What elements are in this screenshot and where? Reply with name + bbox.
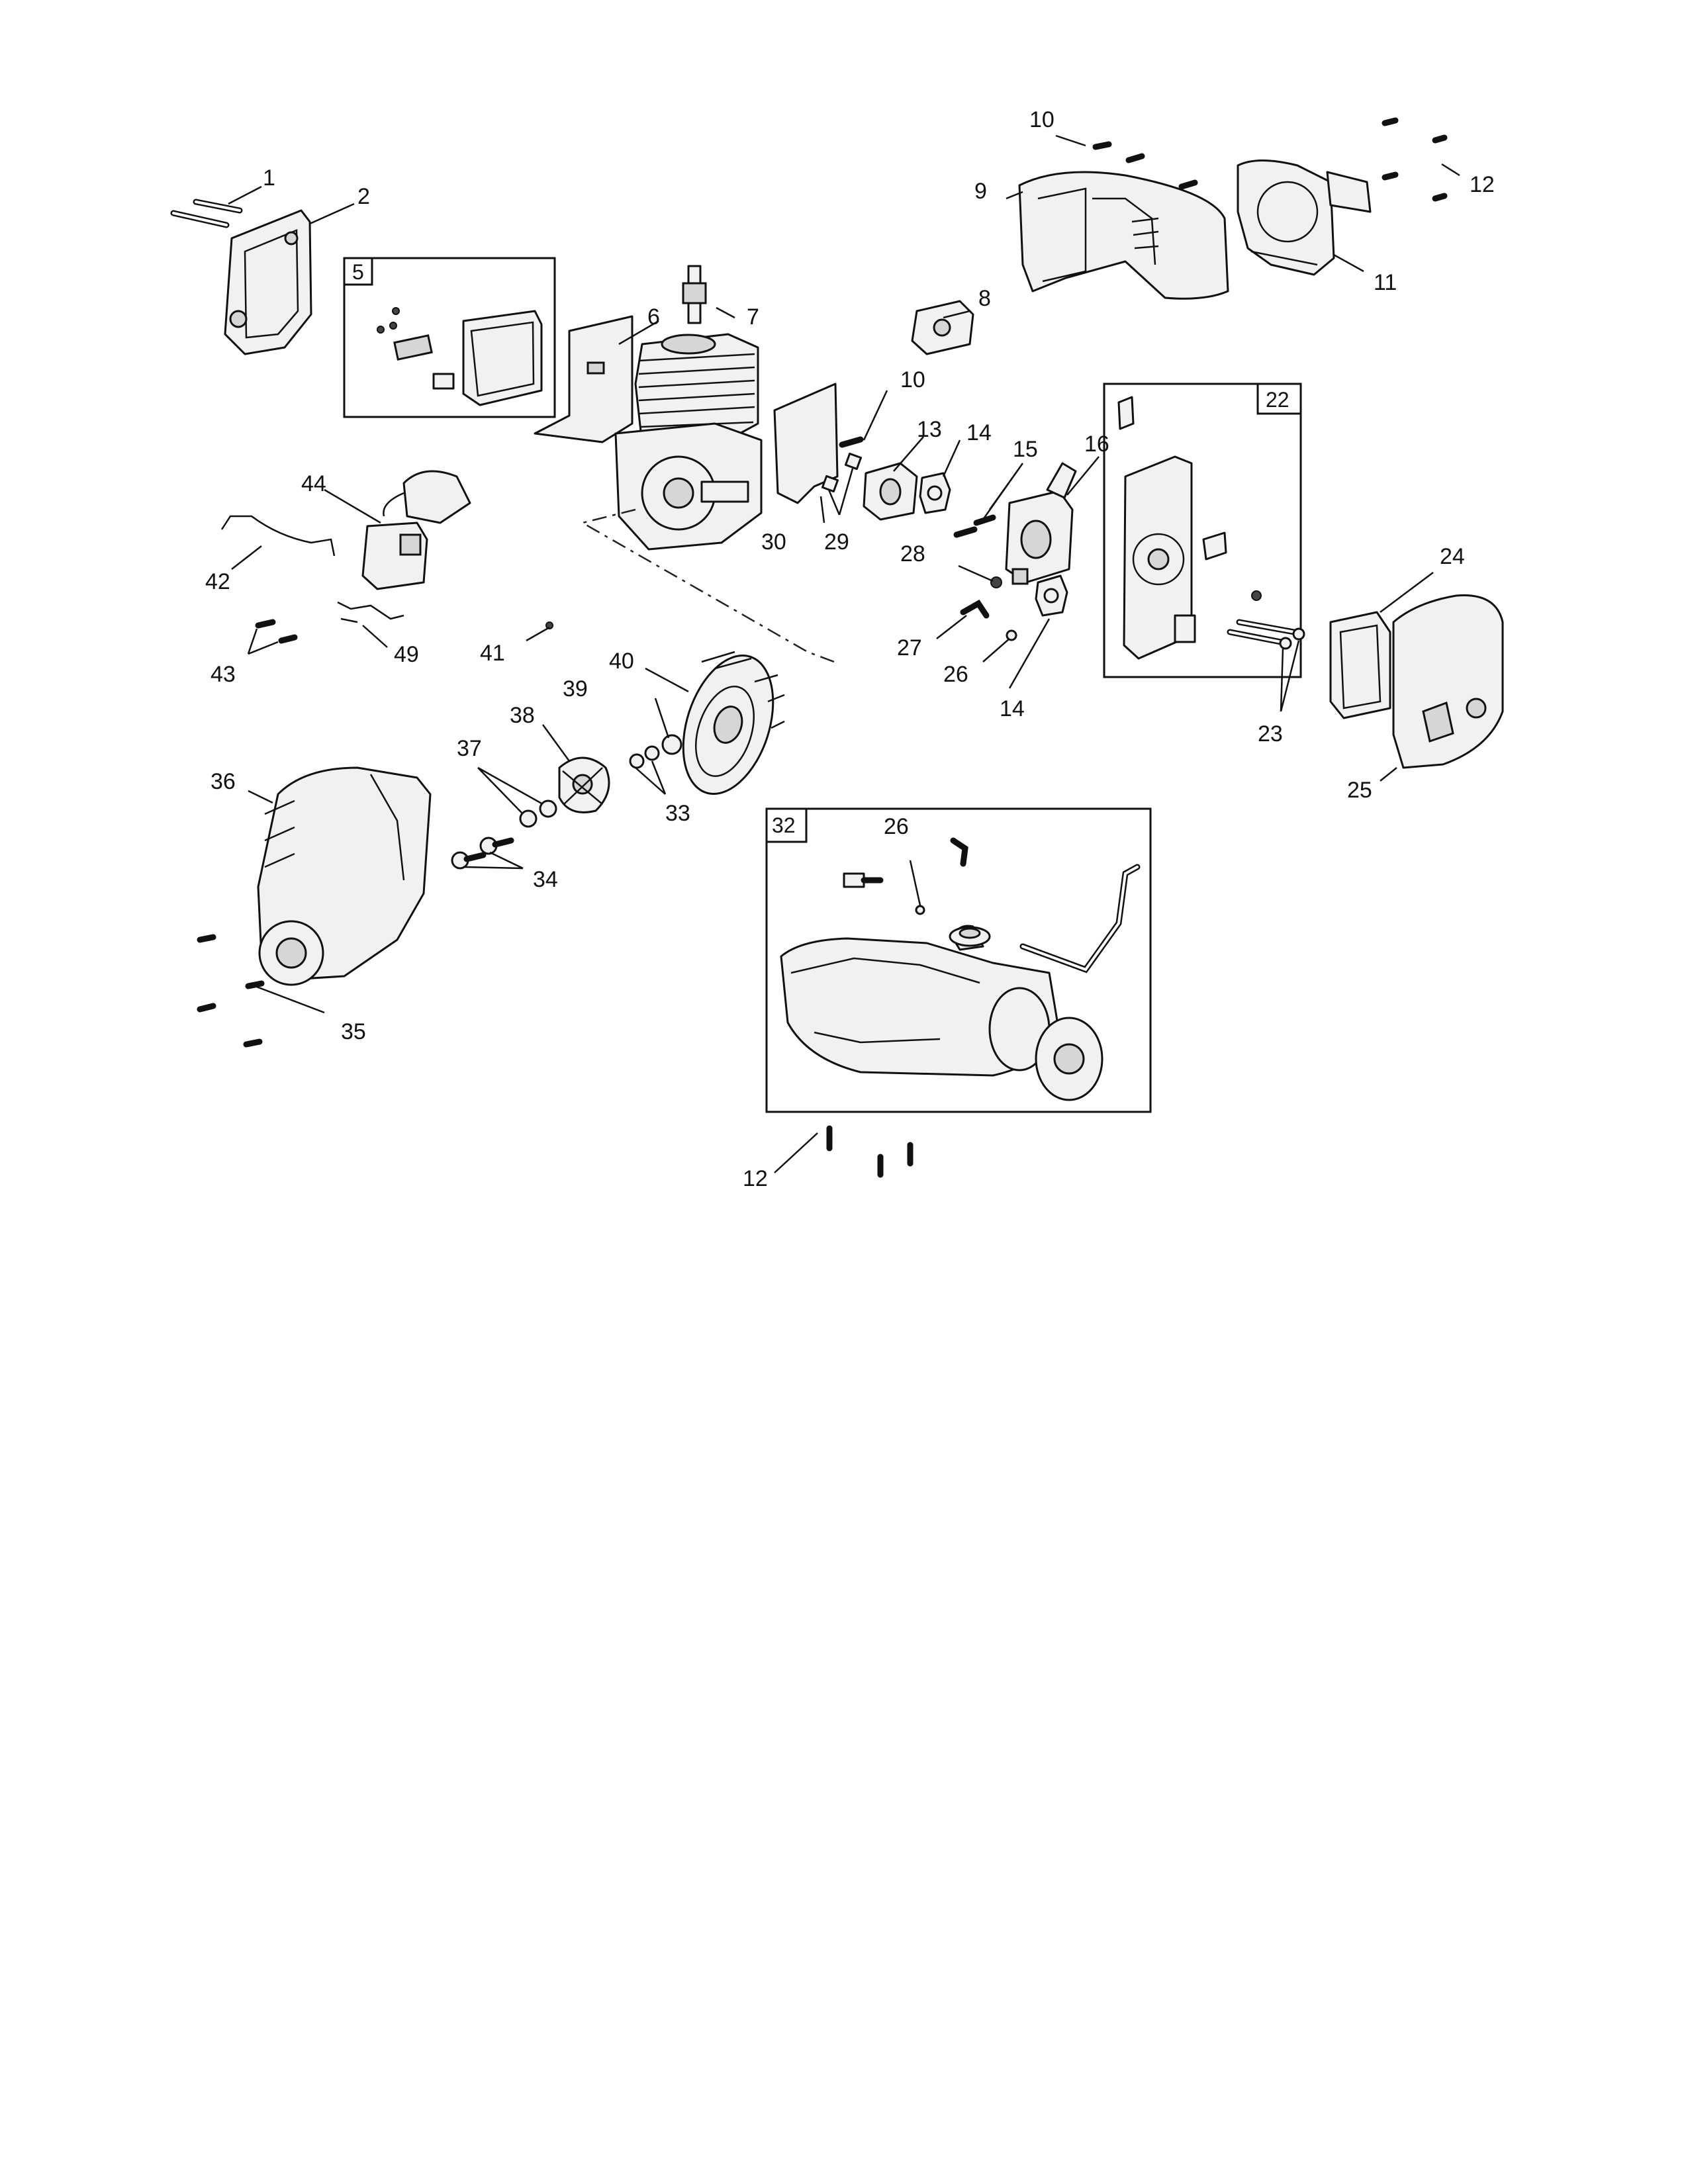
part-36-clutch-housing	[257, 766, 432, 986]
part-42-wire	[220, 515, 336, 557]
part-12-screws-upper	[1382, 117, 1448, 202]
callout-22: 22	[1266, 388, 1289, 412]
callout-14-upper: 14	[966, 420, 992, 445]
callout-labels: 1 2 5 6 7 8 9 10 10 11 12 12 13 14 14 15…	[205, 107, 1495, 1191]
part-9-engine-shroud	[1018, 171, 1229, 300]
callout-29: 29	[824, 529, 849, 555]
part-26-tank-clip	[915, 905, 925, 915]
part-2-cover-plate	[224, 209, 312, 355]
callout-30: 30	[761, 529, 786, 555]
callout-42: 42	[205, 569, 230, 594]
callout-26-lower: 26	[943, 662, 968, 687]
engine-cylinder-crankcase	[614, 333, 763, 551]
part-5-muffler	[377, 307, 543, 406]
callout-32: 32	[772, 813, 796, 837]
part-33-washers	[629, 745, 660, 769]
part-34-shoulder-bolts	[451, 837, 514, 870]
part-6-heat-shield	[534, 315, 633, 443]
callout-7: 7	[747, 304, 759, 330]
assembly-line	[580, 508, 835, 663]
part-14-gasket-upper	[919, 472, 951, 514]
tank-grommet	[949, 926, 991, 947]
callout-14-lower: 14	[1000, 696, 1025, 721]
callout-9: 9	[974, 179, 987, 204]
part-1-bolts	[170, 199, 243, 228]
part-44-ignition-module	[361, 470, 471, 590]
callout-34: 34	[533, 867, 558, 892]
leader-lines	[228, 134, 1460, 1173]
part-27-elbow	[960, 600, 990, 619]
callout-16: 16	[1084, 432, 1109, 457]
part-29-nuts	[821, 452, 863, 493]
part-12-screws-lower	[826, 1125, 914, 1178]
callout-43: 43	[211, 662, 236, 687]
callout-44: 44	[301, 471, 326, 496]
part-22-filter-base	[1117, 396, 1262, 660]
part-16-carburetor	[1005, 462, 1077, 585]
part-10-screw-lower	[839, 436, 864, 448]
callout-24: 24	[1440, 544, 1465, 569]
part-39-nut	[661, 734, 682, 755]
kit-box-22	[1103, 383, 1302, 678]
part-49-ground-wire	[337, 601, 404, 623]
part-13-insulator	[863, 462, 918, 521]
part-40-flywheel	[682, 651, 785, 795]
callout-39: 39	[563, 676, 588, 702]
part-7-spark-plug	[682, 265, 707, 324]
callout-49: 49	[394, 642, 419, 667]
callout-40: 40	[609, 649, 634, 674]
fuel-line	[1019, 864, 1141, 974]
part-41-key	[545, 621, 553, 629]
part-24-filter-element	[1329, 611, 1391, 719]
callout-6: 6	[647, 304, 660, 330]
part-32-fuel-tank	[780, 925, 1103, 1101]
callout-8: 8	[978, 286, 991, 311]
callout-26-upper: 26	[884, 814, 909, 839]
part-10-screws-upper	[1092, 141, 1198, 190]
part-25-filter-cover	[1392, 594, 1504, 769]
callout-27: 27	[897, 635, 922, 660]
part-23-bolts	[1227, 619, 1305, 650]
part-38-clutch	[558, 756, 610, 813]
callout-28: 28	[900, 541, 925, 567]
part-14-gasket-lower	[1035, 574, 1068, 617]
callout-25: 25	[1347, 778, 1372, 803]
callout-37: 37	[457, 736, 482, 761]
callout-1: 1	[263, 165, 275, 191]
kit-box-5	[343, 257, 556, 418]
part-15-screws	[953, 514, 996, 538]
part-30-gasket-plate	[773, 383, 839, 504]
callout-10-upper: 10	[1029, 107, 1055, 132]
part-43-screws	[255, 619, 298, 644]
part-11-starter-housing	[1237, 159, 1372, 276]
part-28-clip	[990, 576, 1002, 588]
callout-12-lower: 12	[743, 1166, 768, 1191]
callout-11: 11	[1374, 270, 1397, 295]
callout-36: 36	[211, 769, 236, 794]
part-8-mount-block	[911, 300, 974, 355]
callout-2: 2	[357, 184, 370, 209]
part-37-washers	[519, 799, 557, 828]
part-26-clip	[1006, 629, 1017, 641]
kit-box-32	[765, 807, 1152, 1113]
callout-38: 38	[510, 703, 535, 728]
callout-33: 33	[665, 801, 690, 826]
callout-10-lower: 10	[900, 367, 925, 392]
tank-fitting	[950, 837, 968, 867]
callout-35: 35	[341, 1019, 366, 1044]
part-35-screws	[197, 934, 265, 1048]
tank-vent-valve	[843, 872, 884, 888]
callout-13: 13	[917, 417, 942, 442]
callout-15: 15	[1013, 437, 1038, 462]
callout-41: 41	[480, 641, 505, 666]
callout-23: 23	[1258, 721, 1283, 747]
callout-12-upper: 12	[1470, 172, 1495, 197]
callout-5: 5	[352, 260, 364, 284]
